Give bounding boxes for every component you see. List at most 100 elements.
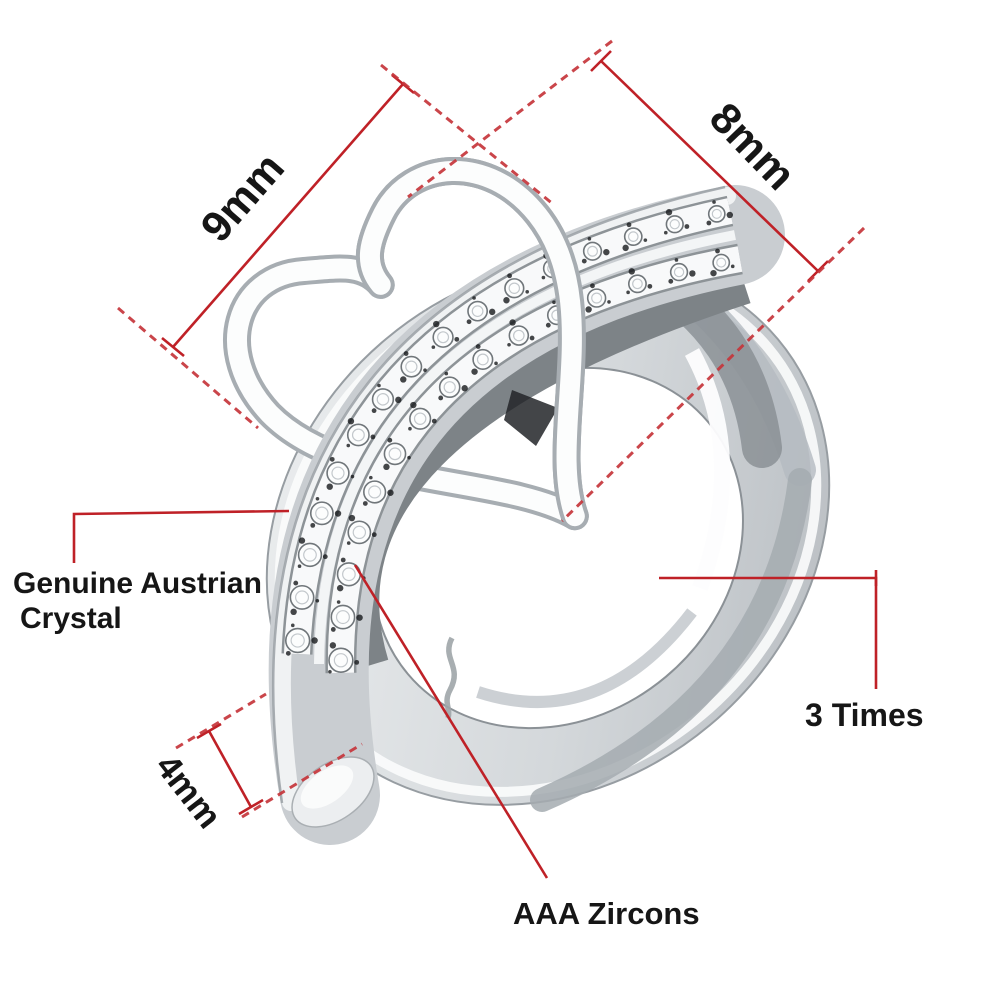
- pave-speckle: [328, 669, 332, 674]
- pave-speckle: [525, 289, 530, 294]
- dimension-4mm-label: 4mm: [148, 747, 229, 835]
- band-outer-edge-line: [271, 185, 726, 804]
- pave-speckle: [488, 308, 496, 316]
- callout-zircons-label: AAA Zircons: [513, 896, 700, 931]
- zircon-stone: [330, 600, 363, 632]
- pave-speckle: [310, 522, 316, 528]
- zircon-stone: [309, 496, 342, 528]
- zircon-stone: [297, 537, 328, 568]
- zircon-stone: [622, 222, 648, 252]
- zircon-stone: [626, 268, 653, 295]
- hole-left-highlight: [421, 513, 555, 663]
- pave-speckle: [590, 283, 595, 289]
- pave-speckle: [622, 244, 629, 252]
- heart-band-shadow: [504, 390, 558, 446]
- pave-speckle: [730, 264, 735, 269]
- pave-speckle: [684, 224, 690, 229]
- pave-speckle: [503, 297, 510, 304]
- pave-speckle: [461, 385, 468, 392]
- zircon-stone: [289, 580, 320, 616]
- pave-speckle: [431, 418, 437, 424]
- pave-speckle: [293, 580, 299, 586]
- zircon-stone: [362, 475, 394, 506]
- center-ridge: [314, 230, 736, 665]
- pave-speckle: [494, 361, 498, 366]
- zircon-stone: [438, 371, 468, 401]
- pave-speckle: [315, 598, 320, 603]
- pave-speckle: [407, 455, 411, 460]
- pave-speckle: [431, 345, 436, 349]
- extension-line: [380, 63, 554, 206]
- zircon-stone: [408, 401, 437, 431]
- pave-speckle: [475, 344, 481, 349]
- zircon-stone: [663, 209, 690, 235]
- pave-speckle: [350, 474, 355, 479]
- leader-line: [72, 509, 290, 563]
- pave-speckle: [715, 248, 720, 254]
- pave-speckle: [466, 319, 472, 325]
- pave-speckle: [346, 443, 351, 448]
- pave-speckle: [315, 496, 320, 501]
- callout-crystal-label-line1: Genuine Austrian: [13, 567, 262, 600]
- pave-speckle: [290, 608, 297, 616]
- pave-speckle: [334, 510, 342, 517]
- zircon-stone: [710, 248, 735, 277]
- pave-speckle: [371, 408, 377, 414]
- pave-speckle: [603, 248, 610, 256]
- pave-speckle: [545, 322, 551, 328]
- pave-speckle: [674, 258, 679, 262]
- zircon-stone: [400, 351, 427, 383]
- pave-speckle: [329, 456, 335, 462]
- pave-speckle: [348, 514, 356, 522]
- pave-speckle: [311, 637, 318, 644]
- pave-speckle: [346, 541, 351, 545]
- pave-speckle: [626, 222, 632, 228]
- band-end-cap-glint: [300, 765, 354, 809]
- pave-speckle: [712, 200, 716, 204]
- extension-line: [560, 226, 866, 523]
- hole-inner-shadow: [476, 608, 697, 708]
- pave-speckle: [387, 437, 393, 443]
- pave-speckle: [438, 395, 444, 401]
- zircon-stone: [585, 283, 611, 313]
- extension-line: [175, 692, 267, 750]
- extension-line: [241, 742, 363, 819]
- leader-line: [353, 564, 549, 879]
- zircon-stone: [346, 514, 377, 545]
- pave-speckle: [408, 426, 412, 431]
- pave-speckle: [400, 376, 407, 383]
- pave-speckle: [336, 584, 344, 592]
- pave-speckle: [395, 396, 402, 404]
- zircon-stone: [431, 320, 460, 349]
- callout-zircons: AAA Zircons: [353, 564, 700, 931]
- pave-speckle: [330, 627, 336, 632]
- callout-plating-label: 3 Times: [805, 697, 924, 733]
- pave-speckle: [607, 300, 611, 304]
- pave-speckle: [471, 368, 478, 375]
- zircon-stone: [326, 456, 355, 490]
- pave-speckle: [329, 642, 337, 649]
- zircon-stone: [581, 236, 610, 264]
- zircon-stone: [371, 383, 402, 414]
- pave-speckle: [297, 564, 302, 568]
- pave-speckle: [689, 270, 696, 277]
- zircon-stone: [503, 273, 530, 304]
- pave-speckle: [529, 335, 535, 341]
- pave-speckle: [507, 343, 511, 347]
- pave-speckle: [362, 501, 368, 506]
- pave-speckle: [423, 368, 427, 372]
- pave-speckle: [587, 236, 592, 241]
- pave-speckle: [663, 230, 668, 235]
- zircon-stone: [466, 296, 496, 325]
- pave-speckle: [665, 209, 673, 216]
- dimension-line: [172, 83, 404, 348]
- pave-speckle: [371, 532, 377, 538]
- dimension-tick: [238, 798, 264, 816]
- pave-speckle: [706, 220, 712, 226]
- pave-speckle: [290, 623, 295, 628]
- pave-speckle: [454, 336, 460, 342]
- pave-speckle: [710, 269, 717, 277]
- pave-speckle: [541, 275, 546, 280]
